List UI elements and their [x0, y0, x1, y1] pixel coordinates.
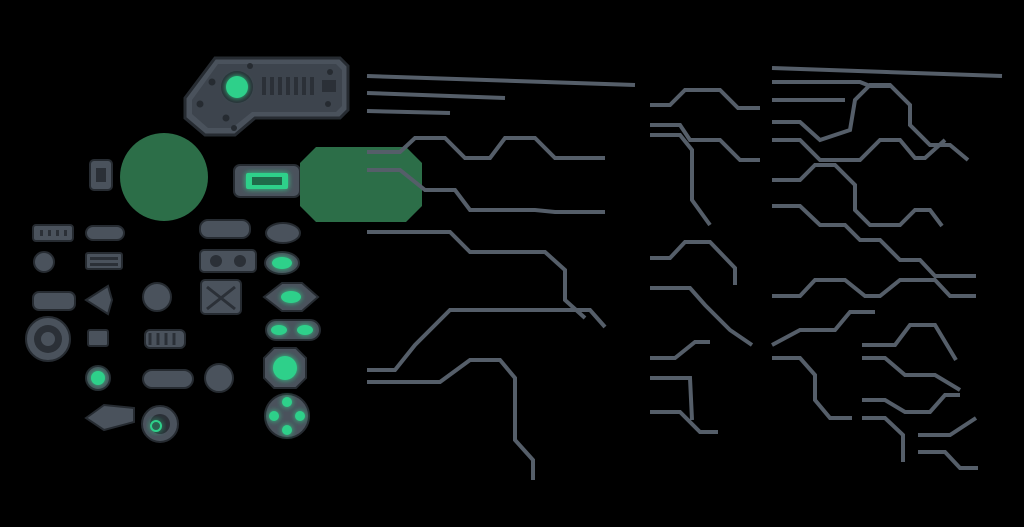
circuit-trace-icon	[366, 109, 451, 115]
circuit-trace-icon	[771, 66, 1003, 78]
circuit-trace-icon	[862, 356, 962, 392]
green-glow-double-icon	[265, 319, 321, 341]
circuit-trace-icon	[367, 230, 587, 320]
circuit-trace-icon	[772, 138, 947, 162]
circuit-trace-icon	[650, 376, 694, 421]
circuit-trace-icon	[367, 308, 607, 372]
circuit-trace-icon	[772, 204, 976, 278]
hardware-part-icon	[32, 224, 74, 242]
circuit-trace-icon	[862, 416, 905, 462]
hardware-part-icon	[142, 369, 194, 389]
circuit-trace-icon	[771, 310, 875, 347]
hardware-part-icon	[84, 284, 114, 316]
hardware-part-icon	[32, 291, 76, 311]
circuit-trace-icon	[772, 83, 970, 162]
hardware-part-icon	[85, 252, 123, 270]
circuit-trace-icon	[650, 88, 760, 110]
glow-parts-column	[85, 251, 321, 439]
circuit-trace-icon	[772, 356, 852, 420]
capsule-glow-part-icon	[233, 164, 301, 198]
circuit-trace-icon	[650, 123, 760, 162]
hardware-part-icon	[265, 222, 301, 244]
circuit-trace-icon	[366, 91, 506, 100]
circuit-trace-icon	[367, 168, 605, 214]
circuit-trace-icon	[918, 416, 978, 437]
hardware-parts-grid	[25, 219, 301, 443]
circuit-trace-icon	[862, 323, 958, 362]
circuit-trace-icon	[367, 136, 605, 160]
sci-fi-plate-icon	[183, 56, 350, 137]
hardware-part-icon	[199, 219, 251, 239]
hardware-part-icon	[199, 249, 257, 273]
circuit-trace-icon	[650, 410, 718, 434]
hardware-part-icon	[85, 225, 125, 241]
green-disc-icon	[89, 133, 208, 221]
green-octagon-icon	[300, 147, 422, 222]
hardware-part-icon	[204, 363, 234, 393]
circuit-trace-icon	[650, 133, 712, 227]
hardware-part-icon	[142, 282, 172, 312]
circuit-trace-icon	[862, 393, 960, 414]
circuit-trace-icon	[772, 163, 944, 228]
circuit-traces	[366, 66, 1003, 480]
circuit-trace-icon	[918, 450, 978, 470]
circuit-trace-icon	[650, 286, 754, 347]
green-glow-dial-icon	[264, 393, 310, 439]
circuit-trace-icon	[772, 278, 976, 298]
circuit-trace-icon	[650, 340, 710, 360]
hardware-part-icon	[33, 251, 55, 273]
circuit-trace-icon	[366, 74, 636, 87]
hardware-part-icon	[87, 329, 109, 347]
circuit-trace-icon	[650, 240, 737, 285]
hardware-part-icon	[84, 403, 135, 432]
circuit-trace-icon	[367, 358, 535, 480]
